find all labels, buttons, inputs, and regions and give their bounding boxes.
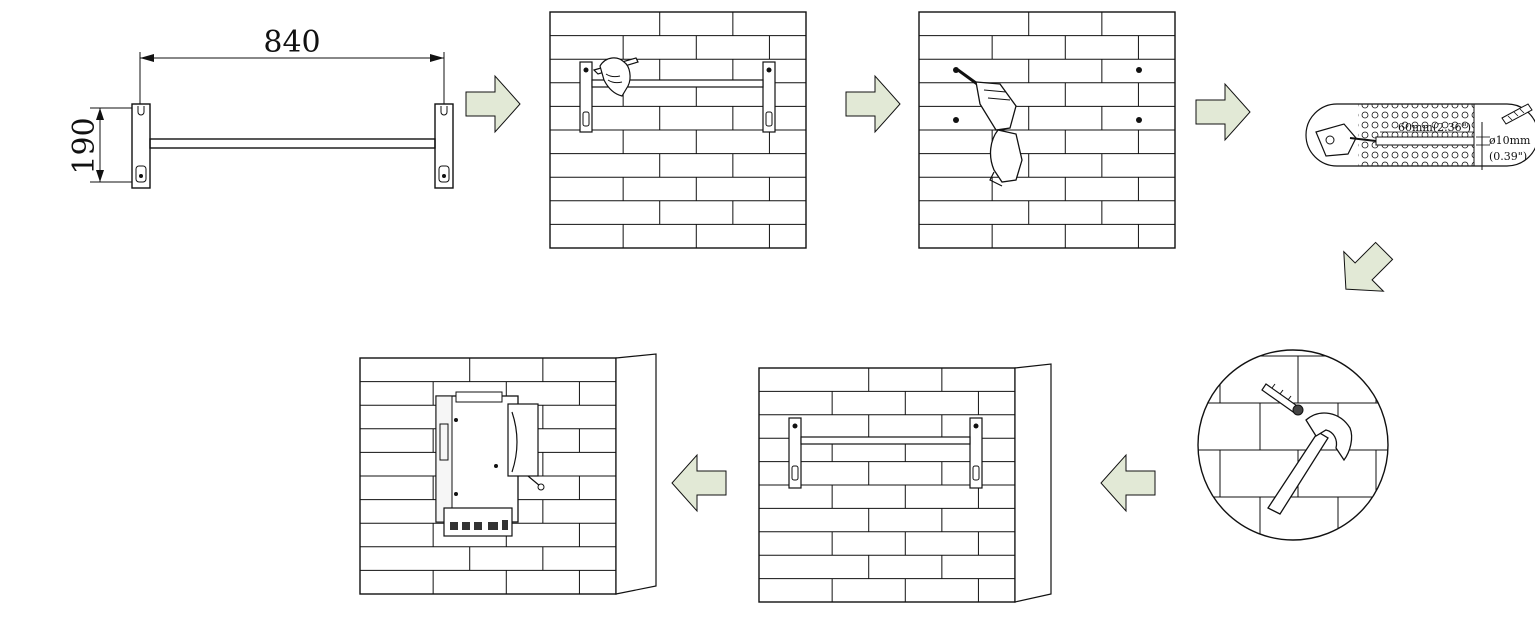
step-arrows	[465, 74, 1394, 513]
hammer-icon	[1267, 412, 1353, 515]
bracket-on-wall	[579, 61, 776, 133]
arrow-left-2	[671, 453, 727, 513]
arrow-right-1	[465, 74, 521, 134]
step-bracket-dimensions: 840 190	[67, 25, 454, 189]
wall-bracket	[131, 103, 454, 189]
drill-depth-label: 60mm(2.36")	[1398, 121, 1471, 134]
drill-diameter-label: ø10mm	[1489, 134, 1531, 147]
hand-with-pencil-icon	[592, 57, 639, 97]
step-hang-inverter	[359, 353, 657, 595]
anchor-bolt-icon	[1261, 383, 1304, 416]
arrow-down-left	[1343, 241, 1394, 292]
width-dimension-label: 840	[263, 25, 320, 60]
inverter-unit	[435, 391, 545, 537]
drill-bit-icon	[1501, 103, 1533, 125]
step-drill-depth-detail: 60mm(2.36") ø10mm (0.39")	[1305, 103, 1535, 170]
step-drill-holes	[918, 11, 1176, 249]
step-mark-holes	[549, 11, 807, 249]
step-insert-anchors	[1197, 349, 1389, 541]
drill-diameter-inch-label: (0.39")	[1489, 150, 1527, 163]
arrow-left-1	[1100, 453, 1156, 513]
height-dimension-label: 190	[67, 117, 102, 174]
hand-drill-icon	[957, 68, 1023, 187]
arrow-right-3	[1195, 82, 1251, 142]
mounted-bracket	[788, 417, 983, 489]
step-mount-bracket	[758, 363, 1052, 603]
drill-marks	[953, 67, 1142, 123]
circle-wall-background	[1198, 350, 1388, 540]
drill-icon	[1315, 123, 1377, 157]
arrow-right-2	[845, 74, 901, 134]
